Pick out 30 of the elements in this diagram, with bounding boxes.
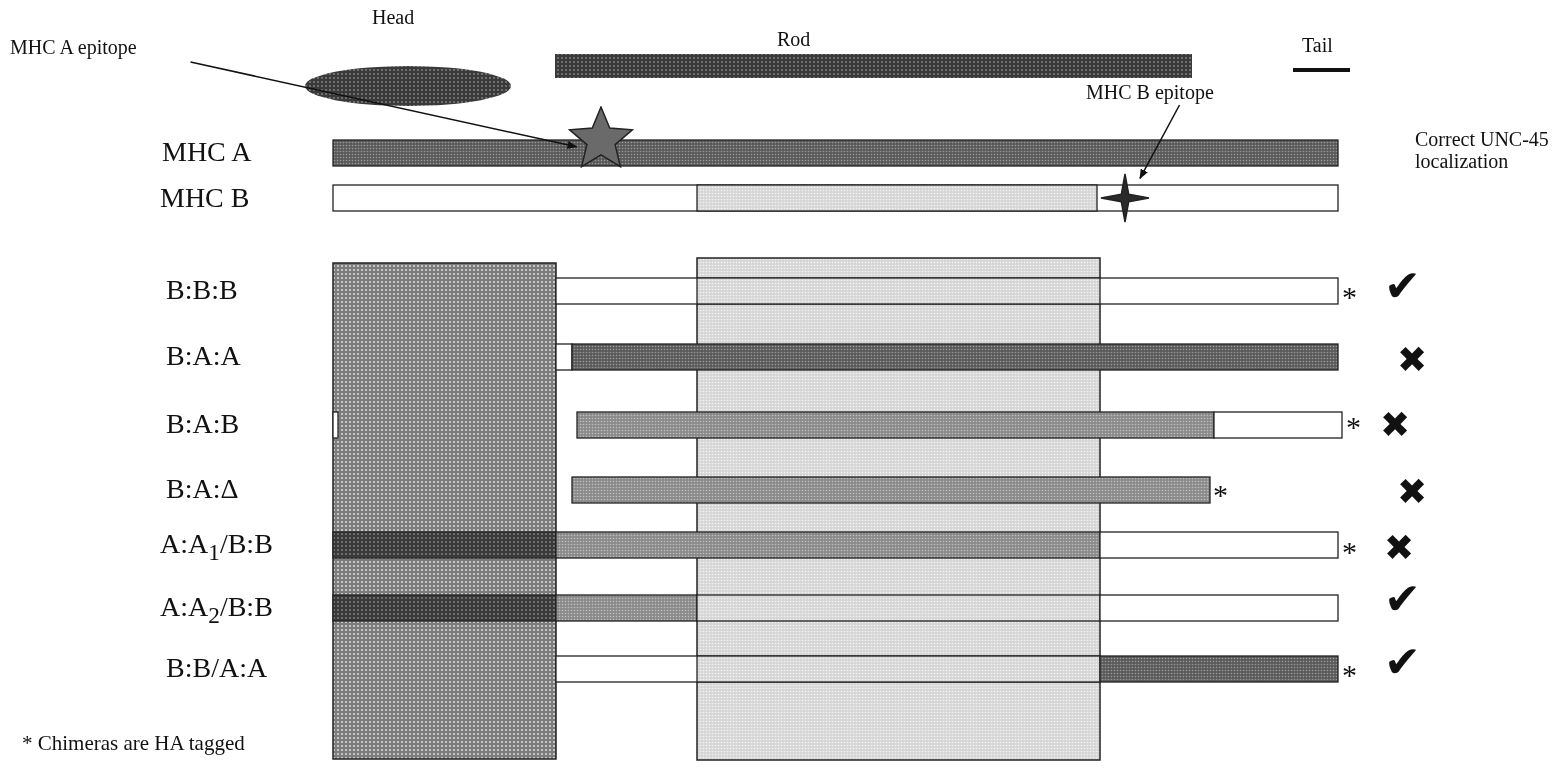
construct-name: B:B:B — [166, 275, 238, 306]
result-mark: ✖ — [1380, 405, 1411, 445]
domain-label: Tail — [1302, 34, 1333, 56]
result-mark: ✔ — [1384, 262, 1421, 311]
leader-arrow — [189, 61, 578, 149]
construct-name: B:A:A — [166, 341, 241, 372]
construct-name: A:A$_{2}$/B:B — [160, 592, 273, 629]
asterisk: * — [1342, 658, 1357, 691]
domain-label: Rod — [777, 28, 811, 50]
result-mark: ✔ — [1384, 575, 1421, 624]
construct-name: B:A:B — [166, 409, 240, 440]
result-mark: ✖ — [1397, 472, 1428, 512]
column-heading: Correct UNC-45 localization — [1415, 128, 1550, 172]
domain-label: Head — [372, 6, 415, 28]
footnote: * Chimeras are HA tagged — [22, 732, 245, 756]
construct-name: B:A:Δ — [166, 474, 239, 505]
result-mark: ✖ — [1397, 340, 1428, 380]
epitope-label: MHC B epitope — [1086, 81, 1256, 105]
construct-name: MHC A — [162, 137, 252, 168]
asterisk: * — [1346, 410, 1361, 443]
asterisk: * — [1213, 478, 1228, 511]
leader-arrow — [1139, 104, 1181, 180]
result-mark: ✔ — [1384, 638, 1421, 687]
construct-name: B:B/A:A — [166, 653, 268, 684]
asterisk: * — [1342, 280, 1357, 313]
construct-name: A:A$_{1}$/B:B — [160, 529, 273, 566]
epitope-label: MHC A epitope — [10, 36, 200, 62]
asterisk: * — [1342, 535, 1357, 568]
construct-name: MHC B — [160, 183, 250, 214]
result-mark: ✖ — [1384, 528, 1415, 568]
